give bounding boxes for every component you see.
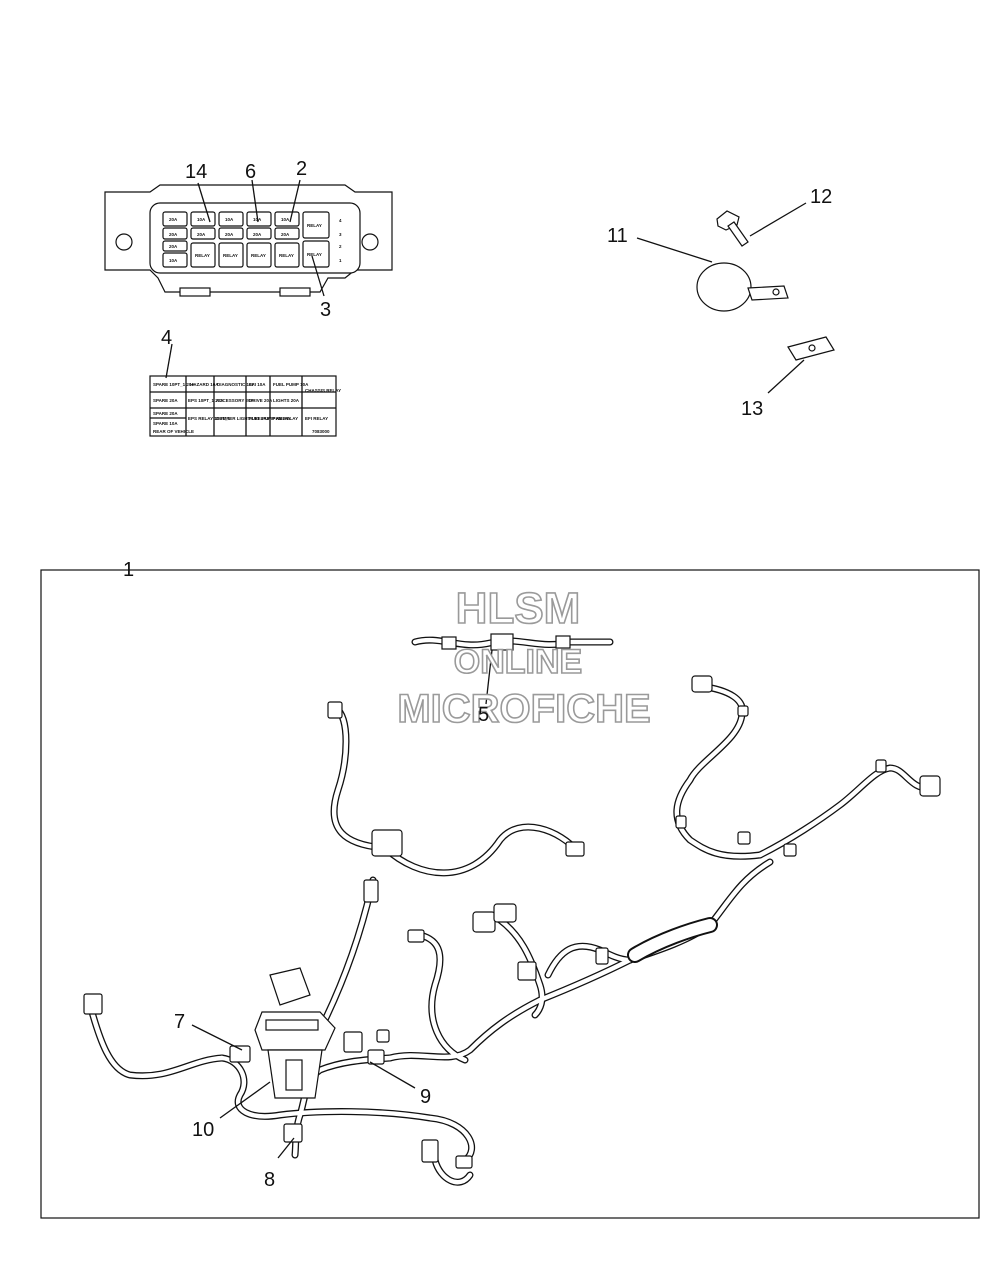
row-number: 2 bbox=[339, 244, 342, 249]
label-cell: EPS RELAY 10PT_1 bbox=[188, 416, 231, 421]
watermark-line-3: MICROFICHE bbox=[397, 687, 650, 731]
relay-label: RELAY bbox=[195, 253, 210, 258]
harness-frame bbox=[40, 569, 980, 1219]
fuse-label: 10A bbox=[281, 217, 290, 222]
callout-1: 1 bbox=[123, 559, 134, 581]
callout-14: 14 bbox=[185, 161, 207, 183]
label-cell: EPS 10PT_1 20A bbox=[188, 398, 224, 403]
label-cell: CHASSIS RELAY bbox=[305, 388, 341, 393]
label-cell: FAN RELAY bbox=[273, 416, 298, 421]
fuse-label: 10A bbox=[169, 258, 178, 263]
label-cell: ACCESSORY 20A bbox=[216, 398, 255, 403]
fuse-label: 20A bbox=[253, 232, 262, 237]
fuse-box: 20A 10A 10A 10A 10A 20A 20A 20A 20A 20A … bbox=[104, 184, 393, 297]
relay-label: RELAY bbox=[307, 252, 322, 257]
callout-6: 6 bbox=[245, 161, 256, 183]
watermark-line-1: HLSM bbox=[456, 584, 581, 633]
fuse-row-1: 20A 10A 10A 10A 10A bbox=[162, 211, 300, 227]
fuse-label: 10A bbox=[225, 217, 234, 222]
callout-10: 10 bbox=[192, 1119, 214, 1141]
row-number: 1 bbox=[339, 258, 342, 263]
rear-note: REAR OF VEHICLE bbox=[153, 429, 194, 434]
relay-label: RELAY bbox=[307, 223, 322, 228]
fuse-label: 10A bbox=[197, 217, 206, 222]
callout-8: 8 bbox=[264, 1169, 275, 1191]
label-cell: DIAGNOSTIC 10A bbox=[217, 382, 256, 387]
callout-4: 4 bbox=[161, 327, 172, 349]
fuse-label: 20A bbox=[281, 232, 290, 237]
label-cell: FUEL PUMP RELAY bbox=[249, 416, 291, 421]
watermark-line-2: ONLINE bbox=[454, 643, 582, 681]
label-cell: EFI RELAY bbox=[305, 416, 328, 421]
row-number: 3 bbox=[339, 232, 342, 237]
fuse-row-3: 20A bbox=[162, 240, 188, 252]
relay-label: RELAY bbox=[251, 253, 266, 258]
main-harness bbox=[83, 675, 941, 1186]
relay-label: RELAY bbox=[279, 253, 294, 258]
label-cell: SPARE 10PT_1 20A bbox=[153, 382, 195, 387]
label-cell: SPARE 10A bbox=[153, 421, 178, 426]
callout-9: 9 bbox=[420, 1086, 431, 1108]
callout-5: 5 bbox=[478, 704, 489, 726]
clamp bbox=[696, 262, 789, 312]
label-cell: EFI 10A bbox=[249, 382, 266, 387]
bolt bbox=[716, 210, 749, 247]
fuse-label-decal: SPARE 10PT_1 20A HAZARD 10A DIAGNOSTIC 1… bbox=[149, 375, 341, 437]
fuse-label: 20A bbox=[169, 232, 178, 237]
label-cell: DRIVE 20A bbox=[249, 398, 273, 403]
part-number: 7083000 bbox=[312, 429, 330, 434]
label-cell: LIGHTS 20A bbox=[273, 398, 300, 403]
fuse-label: 20A bbox=[169, 244, 178, 249]
fuse-row-2: 20A 20A 20A 20A 20A bbox=[162, 227, 300, 240]
label-cell: FUEL PUMP 10A bbox=[273, 382, 309, 387]
callout-7: 7 bbox=[174, 1011, 185, 1033]
label-cell: SPARE 20A bbox=[153, 398, 178, 403]
label-cell: SPARE 20A bbox=[153, 411, 178, 416]
callout-3: 3 bbox=[320, 299, 331, 321]
callout-11: 11 bbox=[607, 225, 628, 247]
watermark: HLSM ONLINE MICROFICHE bbox=[397, 583, 652, 732]
callout-13: 13 bbox=[741, 398, 763, 420]
fuse-label: 20A bbox=[197, 232, 206, 237]
label-cell: DUMPER LIGHTS RELAY bbox=[216, 416, 269, 421]
nut-clip bbox=[787, 336, 835, 361]
fuse-row-4: 10A RELAY RELAY RELAY RELAY bbox=[162, 242, 300, 268]
fuse-label: 20A bbox=[169, 217, 178, 222]
fuse-label: 20A bbox=[225, 232, 234, 237]
callout-12: 12 bbox=[810, 186, 832, 208]
callout-2: 2 bbox=[296, 158, 307, 180]
relay-label: RELAY bbox=[223, 253, 238, 258]
jumper-harness bbox=[411, 633, 614, 651]
label-cell: HAZARD 10A bbox=[190, 382, 219, 387]
row-number: 4 bbox=[339, 218, 342, 223]
